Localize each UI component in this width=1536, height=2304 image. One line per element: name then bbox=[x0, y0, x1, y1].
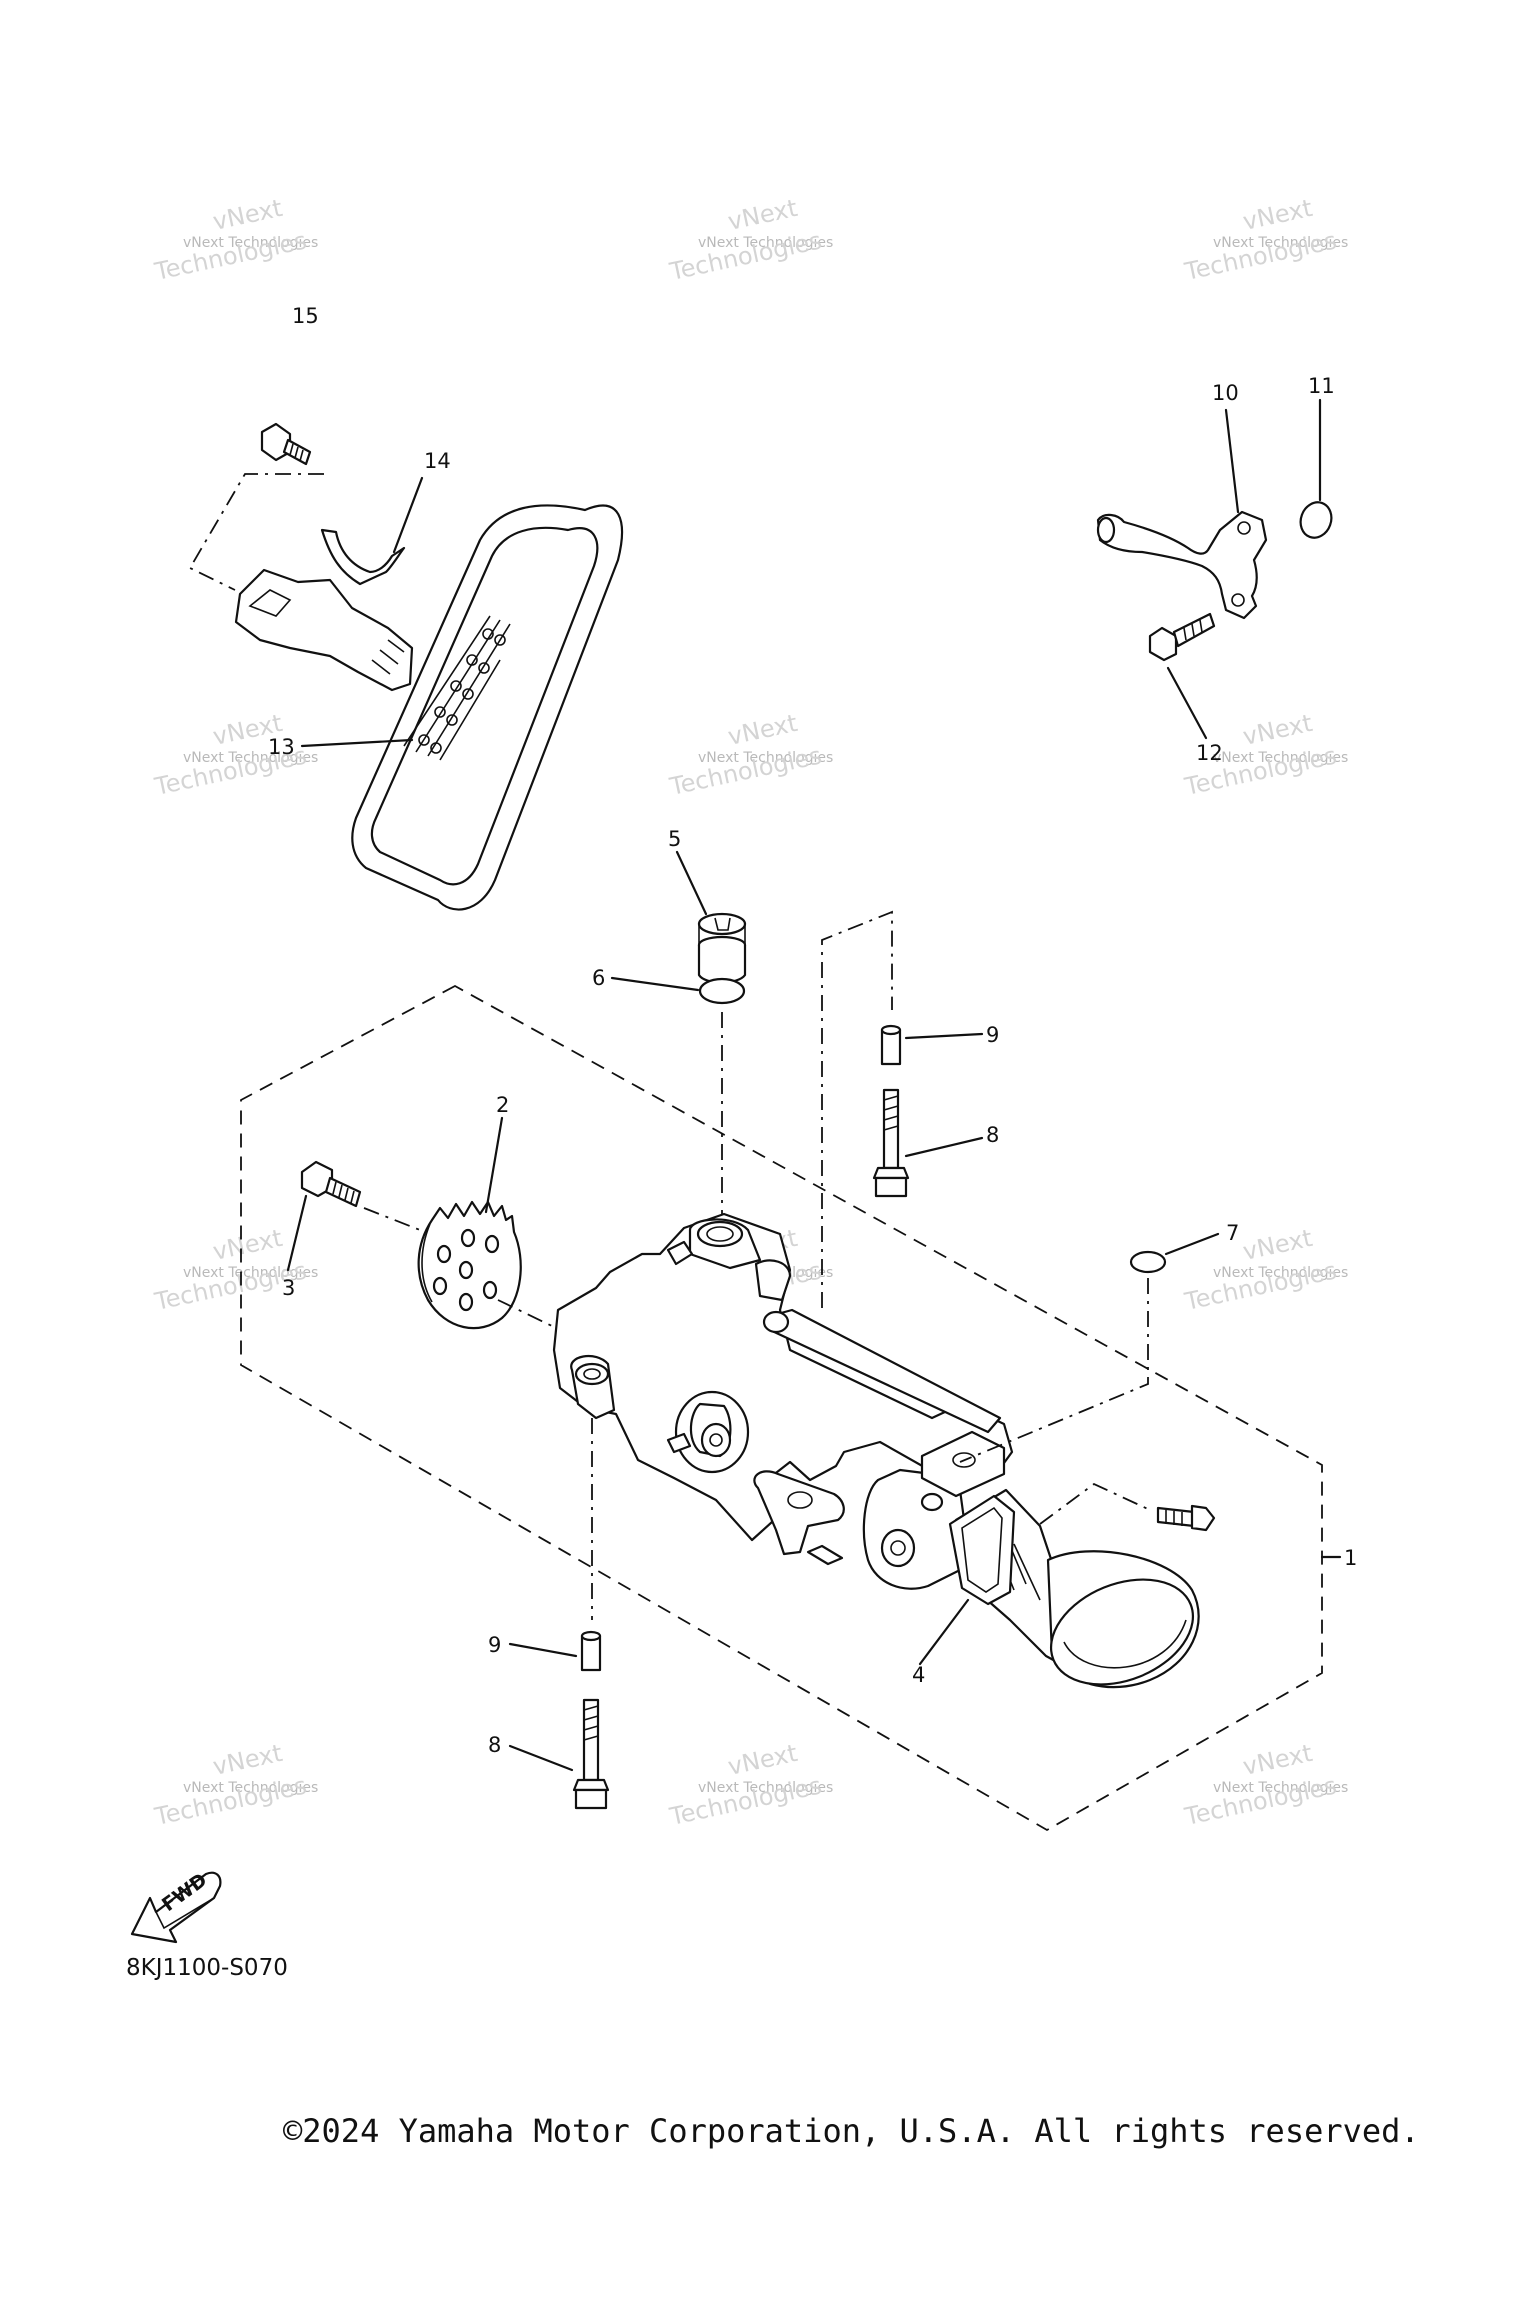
callout-8-lower: 8 bbox=[488, 1733, 501, 1757]
bolt-15[interactable] bbox=[260, 422, 312, 466]
leader-13 bbox=[300, 738, 414, 748]
oil-pipe-10[interactable] bbox=[1096, 510, 1268, 620]
o-ring-6[interactable] bbox=[698, 977, 746, 1005]
callout-labels: 1 2 3 4 5 6 7 8 8 9 9 10 11 12 13 14 15 bbox=[268, 304, 1357, 1757]
leader-3 bbox=[286, 1194, 308, 1272]
callout-15: 15 bbox=[292, 304, 319, 328]
leader-14 bbox=[392, 476, 424, 554]
svg-text:vNext Technologies: vNext Technologies bbox=[1213, 1265, 1348, 1281]
callout-14: 14 bbox=[424, 449, 451, 473]
bolt-8-lower[interactable] bbox=[572, 1698, 610, 1810]
leader-8-lower bbox=[508, 1744, 574, 1772]
leader-15 bbox=[188, 473, 324, 591]
watermark: vNext vNext Technologies Technologies bbox=[151, 194, 318, 286]
collar-5[interactable] bbox=[697, 912, 747, 984]
axis-strainer-bolt bbox=[1039, 1482, 1151, 1525]
dowel-pin-9-upper[interactable] bbox=[880, 1024, 902, 1066]
callout-7: 7 bbox=[1226, 1221, 1239, 1245]
svg-text:vNext: vNext bbox=[1240, 709, 1314, 751]
svg-text:vNext Technologies: vNext Technologies bbox=[183, 235, 318, 251]
axis-2 bbox=[497, 1299, 553, 1327]
leader-12 bbox=[1166, 666, 1208, 740]
chain-13[interactable] bbox=[351, 504, 624, 911]
leader-10 bbox=[1224, 408, 1240, 514]
callout-2: 2 bbox=[496, 1093, 509, 1117]
svg-text:vNext Technologies: vNext Technologies bbox=[698, 750, 833, 766]
diagram-code: 8KJ1100-S070 bbox=[126, 1955, 288, 1981]
watermark: vNext vNext Technologies Technologies bbox=[151, 1224, 318, 1316]
watermark: vNext vNext Technologies Technologies bbox=[666, 1739, 833, 1831]
sprocket-2[interactable] bbox=[417, 1200, 522, 1330]
callout-9-upper: 9 bbox=[986, 1023, 999, 1047]
leader-6 bbox=[610, 976, 700, 992]
callout-8-upper: 8 bbox=[986, 1123, 999, 1147]
axis-8-upper bbox=[821, 910, 893, 1308]
callout-10: 10 bbox=[1212, 381, 1239, 405]
svg-text:vNext: vNext bbox=[1240, 194, 1314, 236]
leader-8-upper bbox=[904, 1136, 984, 1158]
svg-text:vNext: vNext bbox=[725, 194, 799, 236]
callout-9-lower: 9 bbox=[488, 1633, 501, 1657]
leader-4 bbox=[918, 1598, 970, 1666]
svg-text:vNext: vNext bbox=[210, 1739, 284, 1781]
o-ring-11[interactable] bbox=[1296, 498, 1337, 542]
svg-text:vNext Technologies: vNext Technologies bbox=[183, 1265, 318, 1281]
bolt-3[interactable] bbox=[300, 1160, 362, 1208]
svg-text:vNext Technologies: vNext Technologies bbox=[698, 1780, 833, 1796]
leader-7 bbox=[1164, 1232, 1220, 1256]
callout-11: 11 bbox=[1308, 374, 1335, 398]
callout-6: 6 bbox=[592, 966, 605, 990]
callout-3: 3 bbox=[282, 1276, 295, 1300]
svg-text:vNext Technologies: vNext Technologies bbox=[1213, 750, 1348, 766]
svg-text:vNext Technologies: vNext Technologies bbox=[183, 750, 318, 766]
callout-12: 12 bbox=[1196, 741, 1223, 765]
watermark: vNext vNext Technologies Technologies bbox=[151, 1739, 318, 1831]
watermark: vNext vNext Technologies Technologies bbox=[1181, 194, 1348, 286]
bolt-8-upper[interactable] bbox=[872, 1088, 910, 1198]
svg-text:vNext: vNext bbox=[1240, 1224, 1314, 1266]
fwd-arrow-icon: FWD bbox=[130, 1869, 222, 1944]
svg-text:vNext: vNext bbox=[725, 709, 799, 751]
svg-text:vNext: vNext bbox=[1240, 1739, 1314, 1781]
axis-7 bbox=[959, 1278, 1149, 1463]
o-ring-7[interactable] bbox=[1129, 1250, 1167, 1274]
watermark: vNext vNext Technologies Technologies bbox=[1181, 1739, 1348, 1831]
watermark: vNext vNext Technologies Technologies bbox=[666, 709, 833, 801]
svg-text:vNext Technologies: vNext Technologies bbox=[1213, 1780, 1348, 1796]
leader-5 bbox=[675, 850, 708, 916]
leader-2 bbox=[484, 1116, 504, 1214]
chain-links bbox=[403, 615, 511, 761]
svg-text:vNext: vNext bbox=[725, 1739, 799, 1781]
dowel-pin-9-lower[interactable] bbox=[580, 1630, 602, 1672]
svg-text:vNext: vNext bbox=[210, 1224, 284, 1266]
svg-text:vNext Technologies: vNext Technologies bbox=[183, 1780, 318, 1796]
leader-9-lower bbox=[508, 1642, 578, 1658]
callout-4: 4 bbox=[912, 1663, 925, 1687]
axis-3 bbox=[363, 1207, 421, 1231]
callout-13: 13 bbox=[268, 735, 295, 759]
watermark: vNext vNext Technologies Technologies bbox=[666, 194, 833, 286]
bolt-12[interactable] bbox=[1148, 612, 1216, 662]
strainer-bolt[interactable] bbox=[1156, 1504, 1216, 1532]
svg-text:vNext: vNext bbox=[210, 194, 284, 236]
callout-5: 5 bbox=[668, 827, 681, 851]
leader-9-upper bbox=[904, 1032, 984, 1040]
callout-1: 1 bbox=[1344, 1546, 1357, 1570]
chain-guide-14[interactable] bbox=[234, 528, 414, 692]
svg-text:vNext Technologies: vNext Technologies bbox=[1213, 235, 1348, 251]
oil-pump-assembly-1[interactable] bbox=[552, 1212, 1209, 1704]
svg-text:vNext Technologies: vNext Technologies bbox=[698, 235, 833, 251]
copyright-notice: ©2024 Yamaha Motor Corporation, U.S.A. A… bbox=[283, 2112, 1420, 2150]
assembly-boundary bbox=[240, 984, 1323, 1832]
